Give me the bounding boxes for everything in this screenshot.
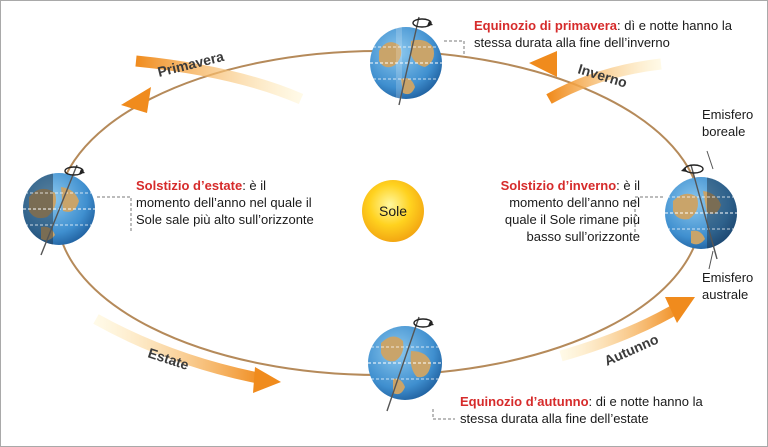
sun-icon <box>362 180 424 242</box>
caption-spring-equinox: Equinozio di primavera: dì e notte hanno… <box>474 17 754 51</box>
caption-winter-text: : è il momento dell’anno nel quale il So… <box>504 178 640 244</box>
earth-globe-icon-autumn <box>368 316 442 412</box>
earth-globe-icon-winter <box>665 164 737 260</box>
arrow-primavera <box>121 55 304 113</box>
caption-autumn-title: Equinozio d’autunno <box>460 394 589 409</box>
caption-autumn-equinox: Equinozio d’autunno: di e notte hanno la… <box>460 393 730 427</box>
sun-label: Sole <box>379 203 407 219</box>
caption-autumn-text: : di e notte hanno la stessa durata alla… <box>460 394 703 426</box>
label-southern-hemisphere: Emisfero australe <box>702 270 754 302</box>
caption-summer-title: Solstizio d’estate <box>136 178 243 193</box>
caption-summer-text: : è il momento dell’anno nel quale il So… <box>136 178 314 227</box>
arrow-autunno <box>559 297 695 362</box>
caption-winter-solstice: Solstizio d’inverno: è il momento dell’a… <box>490 177 640 245</box>
arrow-inverno <box>529 51 662 104</box>
caption-spring-title: Equinozio di primavera <box>474 18 618 33</box>
caption-summer-solstice: Solstizio d’estate: è il momento dell’an… <box>136 177 316 228</box>
earth-globe-icon-spring <box>370 16 442 106</box>
caption-spring-text: : dì e notte hanno la stessa durata alla… <box>474 18 732 50</box>
earth-globe-icon-summer <box>23 164 95 256</box>
leader-lines <box>97 40 663 420</box>
arrow-estate <box>93 314 281 393</box>
caption-winter-title: Solstizio d’inverno <box>500 178 617 193</box>
label-northern-hemisphere: Emisfero boreale <box>702 107 754 139</box>
pointer-south <box>708 250 714 270</box>
pointer-north <box>706 150 714 170</box>
